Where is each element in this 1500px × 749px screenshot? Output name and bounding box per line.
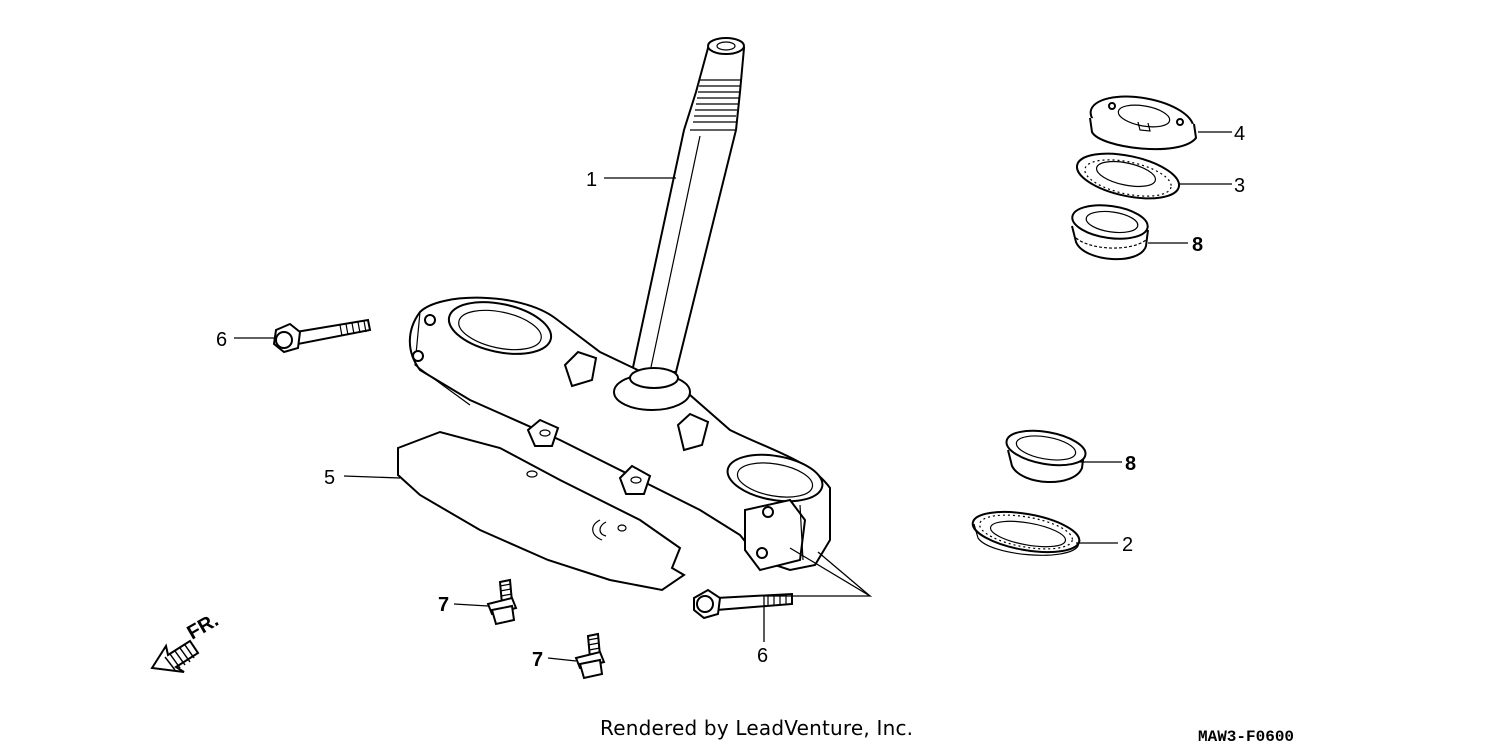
small-bolt-part-upper[interactable] — [486, 578, 518, 626]
callout-5[interactable]: 5 — [324, 467, 335, 489]
callout-labels: 1 2 3 4 5 6 6 7 7 8 8 — [216, 123, 1245, 671]
callout-8-upper[interactable]: 8 — [1192, 234, 1203, 256]
front-direction-indicator: FR. — [150, 609, 223, 673]
callout-3[interactable]: 3 — [1234, 175, 1245, 197]
render-credit: Rendered by LeadVenture, Inc. — [600, 716, 914, 740]
bearing-part-lower[interactable] — [1004, 425, 1088, 483]
steering-stem-part[interactable] — [408, 37, 831, 572]
small-bolt-part-lower[interactable] — [574, 632, 606, 680]
arrow-hatching — [164, 644, 195, 671]
arrow-left-down-icon — [150, 639, 200, 673]
lower-dust-seal-part[interactable] — [970, 505, 1083, 559]
callout-7-lower[interactable]: 7 — [532, 649, 543, 671]
bolt-part-lower[interactable] — [693, 588, 793, 620]
leader-lines — [234, 131, 1232, 662]
callout-2[interactable]: 2 — [1122, 534, 1133, 556]
guard-plate-part[interactable] — [397, 430, 686, 592]
bolt-part-upper[interactable] — [272, 318, 372, 354]
callout-1[interactable]: 1 — [586, 169, 597, 191]
diagram-code: MAW3-F0600 — [1198, 728, 1295, 746]
dust-seal-part[interactable] — [1073, 146, 1183, 207]
stem-nut-part[interactable] — [1087, 89, 1198, 151]
callout-6-lower[interactable]: 6 — [757, 645, 768, 667]
callout-8-lower[interactable]: 8 — [1125, 453, 1136, 475]
direction-label: FR. — [184, 609, 223, 644]
callout-7-upper[interactable]: 7 — [438, 594, 449, 616]
callout-4[interactable]: 4 — [1234, 123, 1245, 145]
callout-6-upper[interactable]: 6 — [216, 329, 227, 351]
bearing-part-upper[interactable] — [1070, 201, 1150, 260]
